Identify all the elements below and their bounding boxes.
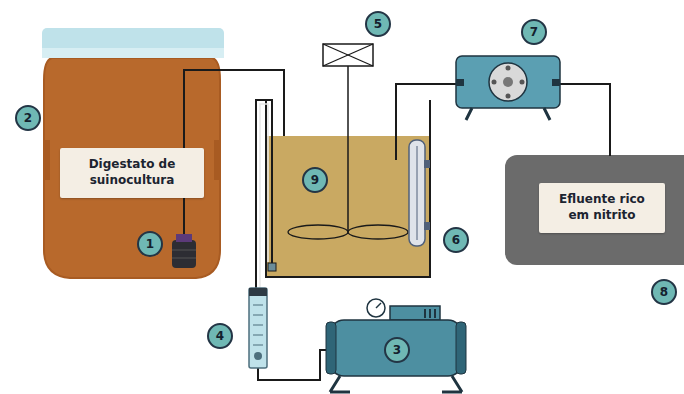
- air-compressor: [326, 299, 466, 392]
- feed-pump-part: [172, 258, 196, 259]
- feed-pump-part: [176, 234, 192, 242]
- peristaltic-pump-part: [489, 63, 527, 101]
- callout-number: 2: [24, 111, 32, 125]
- flowmeter-part: [249, 288, 267, 296]
- callout-number: 6: [452, 233, 460, 247]
- air-compressor-part: [330, 376, 462, 392]
- label-text: Digestato de suinocultura: [60, 157, 204, 188]
- label-text: Efluente rico em nitrito: [539, 192, 665, 223]
- peristaltic-pump-part: [520, 80, 525, 85]
- outlet-tube-part: [396, 84, 460, 160]
- peristaltic-pump-part: [552, 79, 560, 86]
- callout-circle: 6: [443, 227, 469, 253]
- callout-circle: 4: [207, 323, 233, 349]
- flowmeter-part: [253, 305, 263, 306]
- callout-circle: 2: [15, 105, 41, 131]
- peristaltic-pump-part: [466, 108, 550, 120]
- peristaltic-pump-part: [506, 94, 511, 99]
- digestate-jar-part: [42, 48, 224, 58]
- air-line-part: [258, 350, 330, 380]
- feed-pump-part: [172, 240, 196, 268]
- callout-number: 9: [311, 173, 319, 187]
- peristaltic-pump-part: [456, 56, 560, 108]
- air-compressor-part: [390, 306, 440, 320]
- paper-label: Efluente rico em nitrito: [539, 183, 665, 233]
- callout-number: 3: [393, 343, 401, 357]
- air-compressor-part: [326, 322, 336, 374]
- callout-circle: 5: [365, 11, 391, 37]
- air-compressor-part: [376, 303, 381, 308]
- callout-circle: 9: [302, 167, 328, 193]
- callout-circle: 3: [384, 337, 410, 363]
- flowmeter-part: [253, 315, 263, 316]
- flowmeter-part: [253, 335, 263, 336]
- air-compressor-part: [434, 309, 436, 318]
- digestate-jar-part: [44, 58, 220, 278]
- stirrer-part: [347, 66, 349, 232]
- callout-circle: 1: [137, 231, 163, 257]
- callout-number: 4: [216, 329, 224, 343]
- digestate-jar: [42, 28, 224, 278]
- flowmeter-part: [249, 288, 267, 368]
- probe-part: [409, 140, 425, 246]
- callout-number: 8: [660, 285, 668, 299]
- air-line-part: [260, 104, 268, 292]
- probe: [409, 140, 430, 246]
- callout-circle: 7: [521, 19, 547, 45]
- flowmeter-part: [254, 352, 262, 360]
- peristaltic-pump-part: [492, 80, 497, 85]
- peristaltic-pump: [456, 56, 560, 120]
- stirrer: [288, 44, 408, 239]
- feed-pump: [172, 234, 196, 268]
- air-compressor-part: [330, 320, 462, 376]
- peristaltic-pump-part: [506, 66, 511, 71]
- air-compressor-part: [424, 309, 426, 318]
- callout-number: 7: [530, 25, 538, 39]
- flowmeter: [249, 288, 267, 368]
- air-line-part: [268, 263, 276, 271]
- flowmeter-part: [253, 325, 263, 326]
- callout-number: 5: [374, 17, 382, 31]
- stirrer-part: [288, 225, 348, 239]
- flowmeter-part: [253, 345, 263, 346]
- stirrer-part: [323, 44, 373, 66]
- stirrer-part: [323, 44, 373, 66]
- probe-part: [417, 146, 418, 240]
- effluent-container-part: [505, 155, 684, 265]
- callout-circle: 8: [651, 279, 677, 305]
- callout-number: 1: [146, 237, 154, 251]
- probe-part: [424, 160, 430, 168]
- paper-label: Digestato de suinocultura: [60, 148, 204, 198]
- air-compressor-part: [456, 322, 466, 374]
- digestate-jar-part: [42, 28, 224, 58]
- outlet-tube-part: [556, 84, 610, 156]
- digestate-jar-part: [44, 140, 50, 180]
- air-compressor-part: [367, 299, 385, 317]
- air-compressor-part: [429, 309, 431, 318]
- feed-pump-part: [172, 250, 196, 251]
- stirrer-part: [348, 225, 408, 239]
- digestate-jar-part: [214, 140, 220, 180]
- peristaltic-pump-part: [503, 77, 513, 87]
- stirrer-part: [323, 44, 373, 66]
- probe-part: [424, 222, 430, 230]
- effluent-container: [505, 155, 684, 265]
- peristaltic-pump-part: [456, 79, 464, 86]
